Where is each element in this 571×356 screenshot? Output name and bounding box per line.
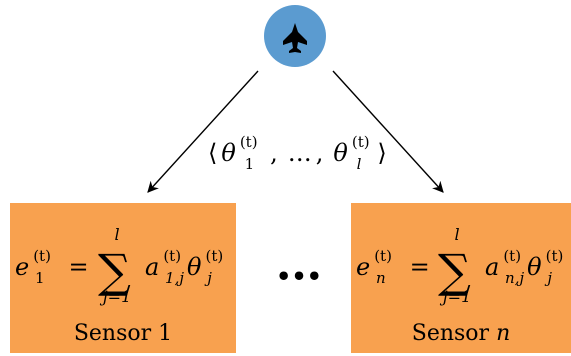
sensor-1-equation: e (t) 1 =	[15, 247, 89, 287]
sensor-n-box: e (t) n = ∑ l j=1 a (t) n,j θ (t) j Sens…	[351, 203, 571, 353]
sensor-1-sum-top: l	[114, 225, 119, 244]
sensor-n-equation: e (t) n =	[356, 247, 430, 287]
sensor-n-sum-symbol: ∑	[438, 244, 471, 298]
sensor-n-sum-bottom: j=1	[440, 287, 472, 306]
sensor-n-sum-top: l	[454, 225, 459, 244]
sensor-n-terms: a (t) n,j θ (t) j	[485, 247, 567, 287]
sensor-1-sum-bottom: j=1	[100, 287, 132, 306]
arrow-to-sensor-1	[147, 70, 259, 193]
sensor-n-rect	[351, 203, 571, 353]
sensor-1-terms: a (t) 1,j θ (t) j	[145, 247, 227, 287]
broadcast-tuple: ⟨ θ (t) 1 , … , θ (t) l ⟩	[208, 133, 387, 173]
more-sensors-ellipsis: •••	[276, 262, 322, 291]
arrow-to-sensor-n	[332, 70, 444, 193]
fighter-jet-icon	[283, 23, 307, 53]
sensor-1-sum-symbol: ∑	[98, 244, 131, 298]
aircraft-node	[264, 5, 326, 67]
sensor-1-box: e (t) 1 = ∑ l j=1 a (t) 1,j θ (t) j Sens…	[10, 203, 236, 353]
sensor-1-rect	[10, 203, 236, 353]
sensor-n-label: Sensor n	[412, 321, 510, 346]
sensor-1-label: Sensor 1	[74, 321, 172, 346]
